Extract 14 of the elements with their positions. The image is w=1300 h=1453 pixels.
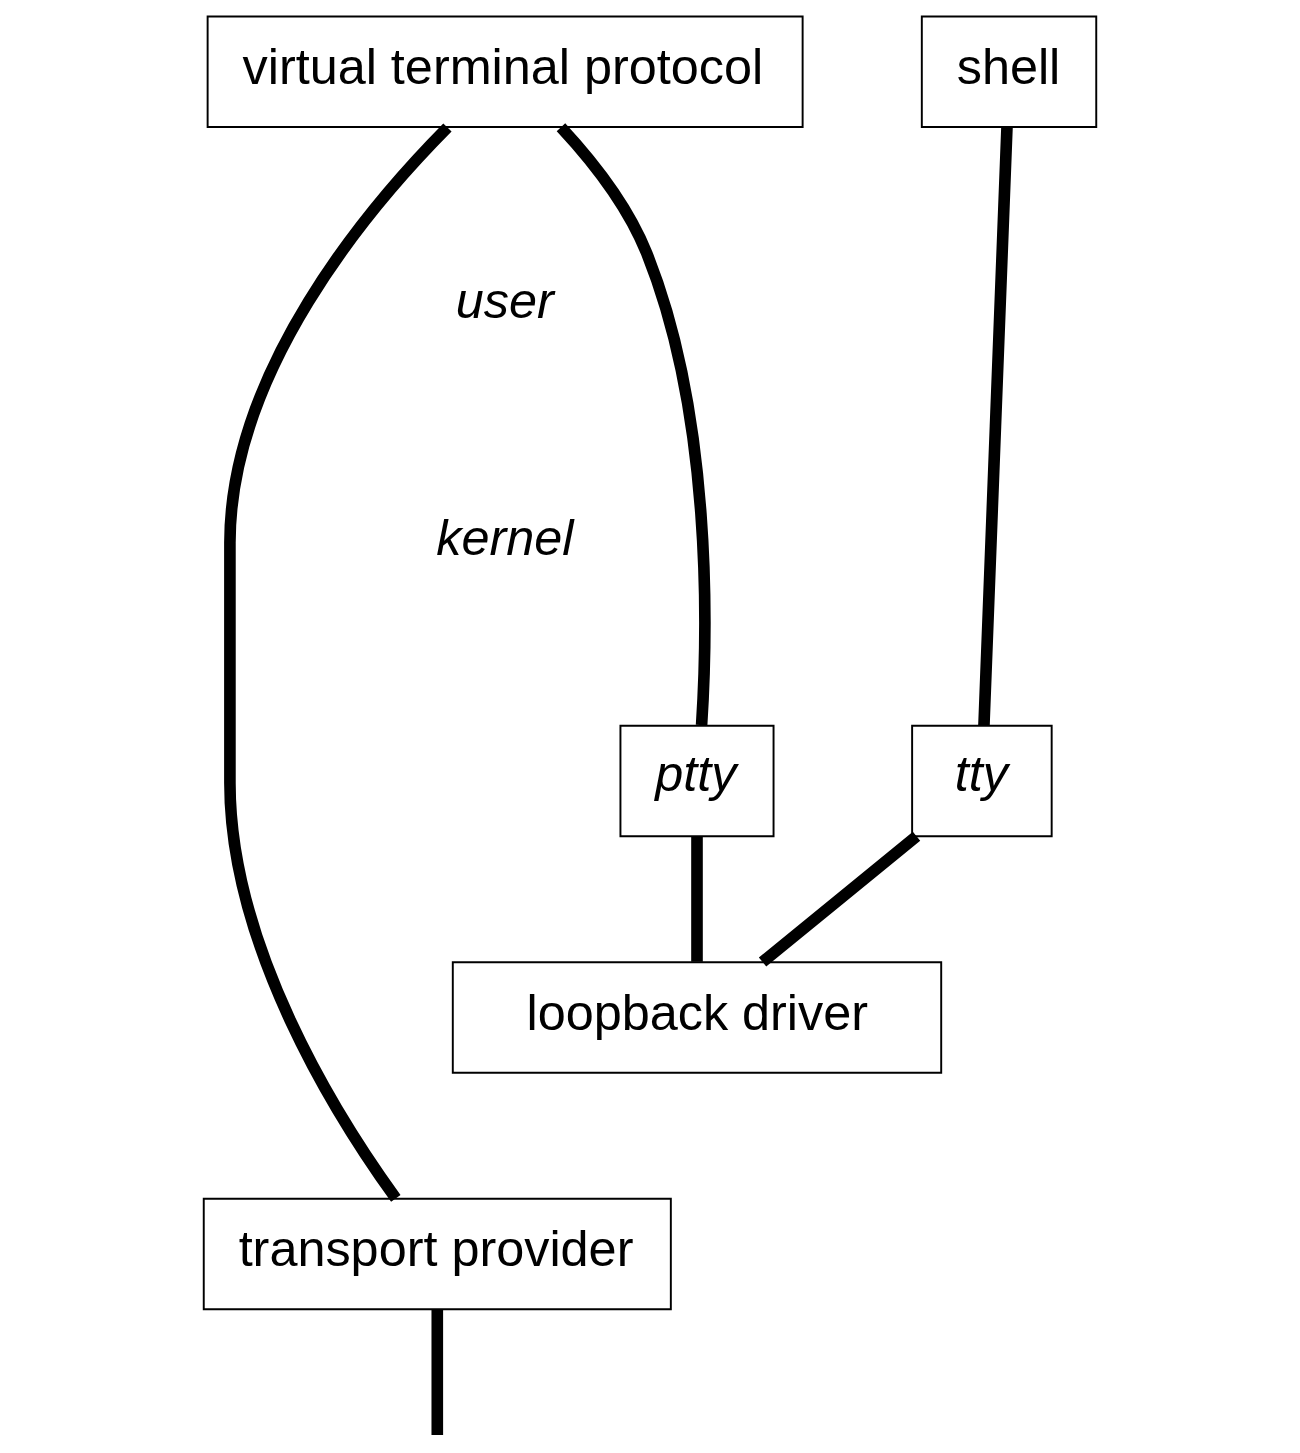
connector	[758, 831, 921, 967]
node-box: tty	[911, 724, 1053, 838]
label: user	[455, 272, 554, 330]
node-box: transport provider	[202, 1197, 672, 1311]
node-box: virtual terminal protocol	[206, 15, 804, 128]
node-box: shell	[920, 15, 1098, 128]
connector	[224, 123, 452, 1202]
connector	[431, 1309, 444, 1435]
node-box: loopback driver	[451, 961, 943, 1074]
connector	[978, 127, 1013, 726]
connector	[691, 836, 703, 962]
connector	[556, 123, 711, 726]
label: kernel	[436, 508, 574, 566]
node-box: ptty	[619, 724, 775, 838]
